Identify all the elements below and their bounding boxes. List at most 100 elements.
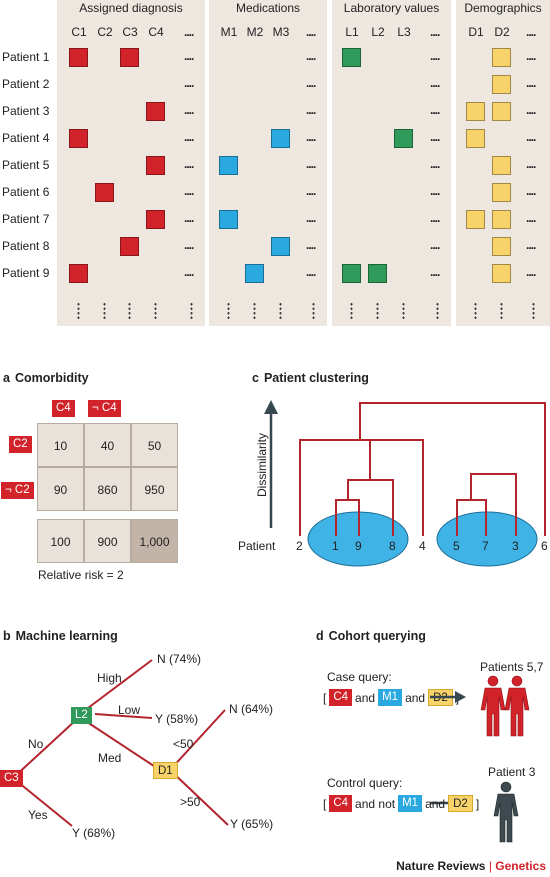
leaf-label-1: 1 xyxy=(332,539,339,553)
column-header-d2: D2 xyxy=(494,25,510,39)
mark-patient-1-l1 xyxy=(342,48,361,67)
edge-lt50: <50 xyxy=(173,737,194,751)
case-tag-m1: M1 xyxy=(378,689,403,706)
leaf-low: Y (58%) xyxy=(155,712,199,726)
column-header-m3: M3 xyxy=(272,25,290,39)
mark-patient-4-c1 xyxy=(69,129,88,148)
more-columns-dots: .... xyxy=(526,76,536,90)
more-columns-dots: .... xyxy=(430,130,440,144)
tag-c4: C4 xyxy=(52,400,75,417)
control-and: and xyxy=(425,796,446,811)
more-columns-dots: .... xyxy=(306,238,316,252)
more-columns-dots: .... xyxy=(306,157,316,171)
tree-node-d1: D1 xyxy=(153,762,178,779)
control-query-expression: [ C4 and not M1 and D2 ] xyxy=(323,795,479,812)
more-columns-dots: .... xyxy=(184,265,194,279)
case-tag-c4: C4 xyxy=(329,689,353,706)
more-rows-dots xyxy=(500,302,503,320)
journal-separator: | xyxy=(488,859,492,873)
mark-patient-4-l3 xyxy=(394,129,413,148)
panel-letter-d: d xyxy=(316,629,324,643)
panel-letter-b: b xyxy=(3,629,11,643)
column-header-l3: L3 xyxy=(397,25,411,39)
group-title-diagnosis: Assigned diagnosis xyxy=(79,1,183,15)
more-columns-dots: .... xyxy=(184,157,194,171)
control-bracket-open: [ xyxy=(323,796,327,811)
control-tag-d2: D2 xyxy=(448,795,473,812)
contingency-cell-r0-c1: 40 xyxy=(84,423,131,467)
mark-patient-1-c1 xyxy=(69,48,88,67)
tag-c2: C2 xyxy=(9,436,32,453)
more-columns-dots: .... xyxy=(526,211,536,225)
leaf-label-8: 8 xyxy=(389,539,396,553)
mark-patient-8-d2 xyxy=(492,237,511,256)
leaf-high: N (74%) xyxy=(157,652,202,666)
column-header-d1: D1 xyxy=(468,25,484,39)
mark-patient-3-d1 xyxy=(466,102,485,121)
contingency-cell-r1-c1: 860 xyxy=(84,467,131,511)
patient-row-label: Patient 3 xyxy=(2,104,50,118)
more-rows-dots xyxy=(77,302,80,320)
panel-letter-a: a xyxy=(3,371,10,385)
patient-row-label: Patient 8 xyxy=(2,239,50,253)
more-columns-header-2: .... xyxy=(430,25,440,39)
edge-high: High xyxy=(97,671,122,685)
more-columns-dots: .... xyxy=(184,184,194,198)
edge-med: Med xyxy=(98,751,122,765)
leaf-label-3: 3 xyxy=(512,539,519,553)
more-columns-dots: .... xyxy=(430,49,440,63)
patient-row-label: Patient xyxy=(238,539,276,553)
more-columns-dots: .... xyxy=(306,103,316,117)
journal-section: Genetics xyxy=(495,859,546,873)
leaf-lt50: N (64%) xyxy=(229,702,274,716)
more-columns-dots: .... xyxy=(184,211,194,225)
mark-patient-6-c2 xyxy=(95,183,114,202)
mark-patient-4-d1 xyxy=(466,129,485,148)
clustering-heading: Patient clustering xyxy=(263,371,369,385)
case-bracket-open: [ xyxy=(323,690,327,705)
group-title-demographics: Demographics xyxy=(464,1,542,15)
patient-row-label: Patient 2 xyxy=(2,77,50,91)
mark-patient-3-d2 xyxy=(492,102,511,121)
more-columns-dots: .... xyxy=(184,103,194,117)
more-columns-dots: .... xyxy=(306,49,316,63)
case-and-1: and xyxy=(355,690,376,705)
edge-gt50: >50 xyxy=(180,795,201,809)
person-icon-gray xyxy=(493,781,519,843)
control-query-label: Control query: xyxy=(327,776,403,790)
case-bracket-close: ] xyxy=(455,690,460,705)
dissimilarity-arrowhead xyxy=(264,400,278,414)
more-rows-dots xyxy=(350,302,353,320)
more-columns-dots: .... xyxy=(526,265,536,279)
mark-patient-7-d1 xyxy=(466,210,485,229)
contingency-cell-r2-c0: 100 xyxy=(37,519,84,563)
edge-low: Low xyxy=(118,703,141,717)
more-rows-dots xyxy=(436,302,439,320)
column-header-m2: M2 xyxy=(246,25,264,39)
leaf-label-6: 6 xyxy=(541,539,548,553)
patient-row-label: Patient 6 xyxy=(2,185,50,199)
leaf-label-4: 4 xyxy=(419,539,426,553)
more-columns-dots: .... xyxy=(184,49,194,63)
leaf-label-9: 9 xyxy=(355,539,362,553)
contingency-cell-r0-c2: 50 xyxy=(131,423,178,467)
more-rows-dots xyxy=(279,302,282,320)
mark-patient-5-d2 xyxy=(492,156,511,175)
more-columns-dots: .... xyxy=(306,265,316,279)
mark-patient-1-c3 xyxy=(120,48,139,67)
more-columns-dots: .... xyxy=(306,130,316,144)
more-columns-dots: .... xyxy=(430,76,440,90)
more-columns-header-0: .... xyxy=(184,25,194,39)
relative-risk: Relative risk = 2 xyxy=(38,568,124,582)
more-rows-dots xyxy=(532,302,535,320)
column-header-c3: C3 xyxy=(122,25,138,39)
mark-patient-6-d2 xyxy=(492,183,511,202)
case-query-expression: [ C4 and M1 and D2 ] xyxy=(323,689,459,706)
mark-patient-2-d2 xyxy=(492,75,511,94)
more-rows-dots xyxy=(376,302,379,320)
control-tag-m1: M1 xyxy=(398,795,423,812)
